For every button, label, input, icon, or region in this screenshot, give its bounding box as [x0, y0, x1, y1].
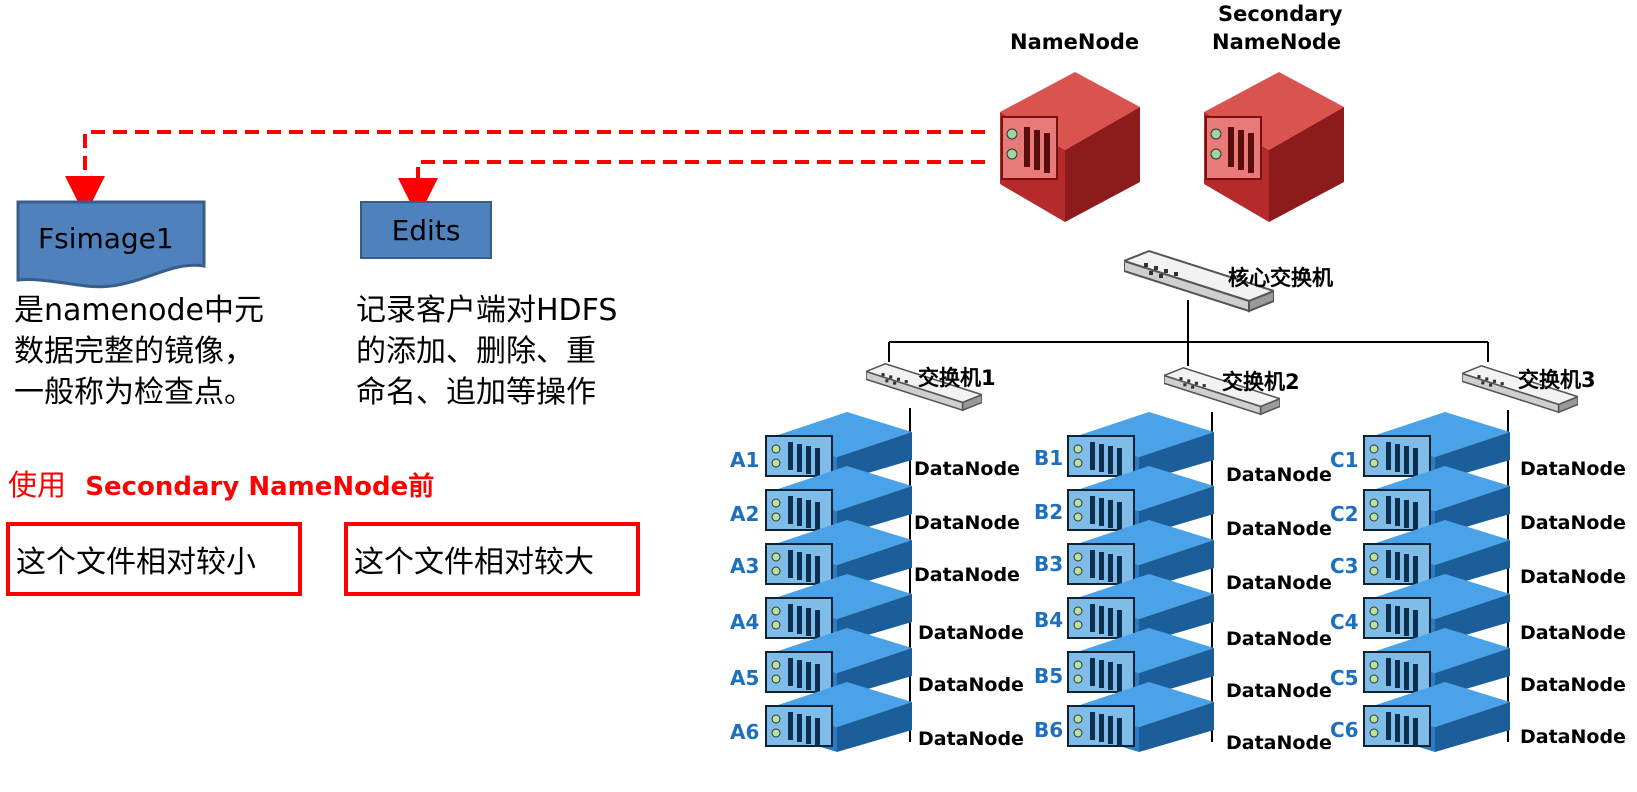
note-line: 使用 Secondary NameNode前 [8, 462, 434, 504]
rack2-node-b4-label: B4 [1034, 608, 1064, 632]
rack1-switch-label: 交换机1 [918, 366, 996, 390]
rack1-node-a4-label: A4 [730, 610, 760, 634]
secondary-namenode-label-line2: NameNode [1212, 30, 1342, 54]
edits-box: Edits [360, 201, 492, 259]
rack3-node-c5-label: C5 [1330, 666, 1359, 690]
rack2-node-b1-label: B1 [1034, 446, 1064, 470]
secondary-namenode-label-line1: Secondary [1218, 2, 1343, 26]
rack1-datanode-6: DataNode [918, 728, 1024, 750]
edits-desc-line1: 记录客户端对HDFS [356, 293, 618, 328]
rack3-switch-label: 交换机3 [1518, 368, 1596, 392]
rack3-datanode-2: DataNode [1520, 512, 1626, 534]
fsimage-document-shape [16, 200, 206, 289]
rack3-node-c1-label: C1 [1330, 448, 1359, 472]
rack3-node-c3-label: C3 [1330, 554, 1359, 578]
edits-desc-line2: 的添加、删除、重 [356, 334, 596, 369]
rack1-datanode-3: DataNode [914, 564, 1020, 586]
rack1-datanode-5: DataNode [918, 674, 1024, 696]
note-box-right: 这个文件相对较大 [344, 522, 640, 596]
rack1-node-a3-label: A3 [730, 554, 760, 578]
edits-desc-line3: 命名、追加等操作 [356, 375, 596, 410]
edits-label: Edits [391, 213, 461, 247]
rack3-datanode-4: DataNode [1520, 622, 1626, 644]
rack2-node-b3-label: B3 [1034, 552, 1064, 576]
rack1-datanode-2: DataNode [914, 512, 1020, 534]
rack1-node-a1-label: A1 [730, 448, 760, 472]
rack2-node-b6-label: B6 [1034, 718, 1064, 742]
rack2-datanode-4: DataNode [1226, 628, 1332, 650]
rack2-switch-label: 交换机2 [1222, 370, 1300, 394]
rack2-node-b2-label: B2 [1034, 500, 1064, 524]
namenode-server-icon [990, 72, 1140, 222]
rack3-node-c4-label: C4 [1330, 610, 1359, 634]
namenode-label: NameNode [1010, 30, 1140, 54]
rack3-datanode-1: DataNode [1520, 458, 1626, 480]
core-switch-label: 核心交换机 [1228, 266, 1333, 290]
rack3-datanode-6: DataNode [1520, 726, 1626, 748]
fsimage-desc-line1: 是namenode中元 [14, 293, 264, 328]
rack3-node-c6-label: C6 [1330, 718, 1359, 742]
fsimage-dashed-arrow [65, 130, 985, 216]
rack3-server-c6-icon [1360, 682, 1510, 752]
rack2-node-b5-label: B5 [1034, 664, 1064, 688]
rack2-datanode-6: DataNode [1226, 732, 1332, 754]
rack1-node-a6-label: A6 [730, 720, 760, 744]
fsimage-label: Fsimage1 [38, 222, 174, 255]
note-highlight: Secondary NameNode前 [85, 472, 435, 502]
rack1-server-a6-icon [762, 682, 912, 752]
fsimage-desc-line3: 一般称为检查点。 [14, 375, 254, 410]
note-box-left: 这个文件相对较小 [6, 522, 302, 596]
rack1-node-a2-label: A2 [730, 502, 760, 526]
rack3-node-c2-label: C2 [1330, 502, 1359, 526]
rack3-datanode-5: DataNode [1520, 674, 1626, 696]
secondary-namenode-server-icon [1194, 72, 1344, 222]
edits-dashed-arrow [398, 160, 985, 218]
rack2-datanode-3: DataNode [1226, 572, 1332, 594]
note-prefix: 使用 [8, 468, 67, 502]
rack2-datanode-1: DataNode [1226, 464, 1332, 486]
rack3-datanode-3: DataNode [1520, 566, 1626, 588]
rack2-server-b6-icon [1064, 682, 1214, 752]
rack1-datanode-1: DataNode [914, 458, 1020, 480]
note-box-left-text: 这个文件相对较小 [16, 545, 256, 580]
fsimage-desc-line2: 数据完整的镜像， [14, 334, 254, 369]
rack1-node-a5-label: A5 [730, 666, 760, 690]
rack2-datanode-5: DataNode [1226, 680, 1332, 702]
rack1-datanode-4: DataNode [918, 622, 1024, 644]
note-box-right-text: 这个文件相对较大 [354, 545, 594, 580]
rack2-datanode-2: DataNode [1226, 518, 1332, 540]
